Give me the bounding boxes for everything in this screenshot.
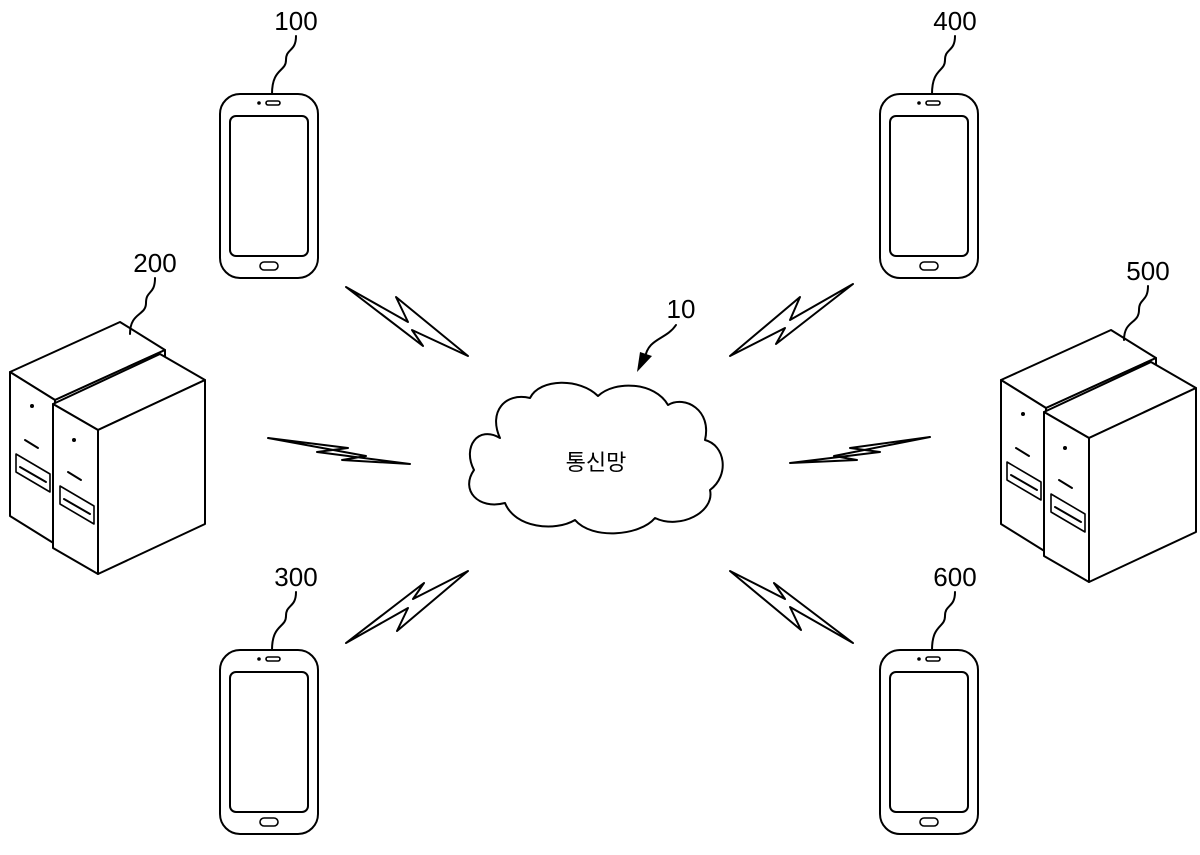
- smartphone-600: [880, 650, 978, 834]
- smartphone-300: [220, 650, 318, 834]
- leader-line-200: [130, 278, 155, 334]
- wireless-link-300: [346, 571, 468, 643]
- network-ref-label: 10: [667, 294, 696, 324]
- wireless-link-400: [730, 284, 853, 356]
- ref-label-600: 600: [933, 562, 976, 592]
- wireless-link-200: [268, 438, 410, 464]
- ref-label-400: 400: [933, 6, 976, 36]
- leader-line-600: [932, 592, 955, 650]
- server-500: [1001, 330, 1196, 582]
- ref-label-200: 200: [133, 248, 176, 278]
- smartphone-100: [220, 94, 318, 278]
- wireless-link-100: [346, 287, 468, 356]
- wireless-link-500: [790, 437, 930, 463]
- leader-line-500: [1124, 286, 1148, 340]
- network-label: 통신망: [566, 451, 627, 476]
- leader-line-300: [272, 592, 296, 650]
- leader-line-400: [932, 36, 955, 94]
- ref-label-500: 500: [1126, 256, 1169, 286]
- ref-label-100: 100: [274, 6, 317, 36]
- ref-label-300: 300: [274, 562, 317, 592]
- smartphone-400: [880, 94, 978, 278]
- wireless-link-600: [730, 571, 853, 643]
- server-200: [10, 322, 205, 574]
- network-ref-arrow: [637, 325, 676, 372]
- leader-line-100: [272, 36, 296, 94]
